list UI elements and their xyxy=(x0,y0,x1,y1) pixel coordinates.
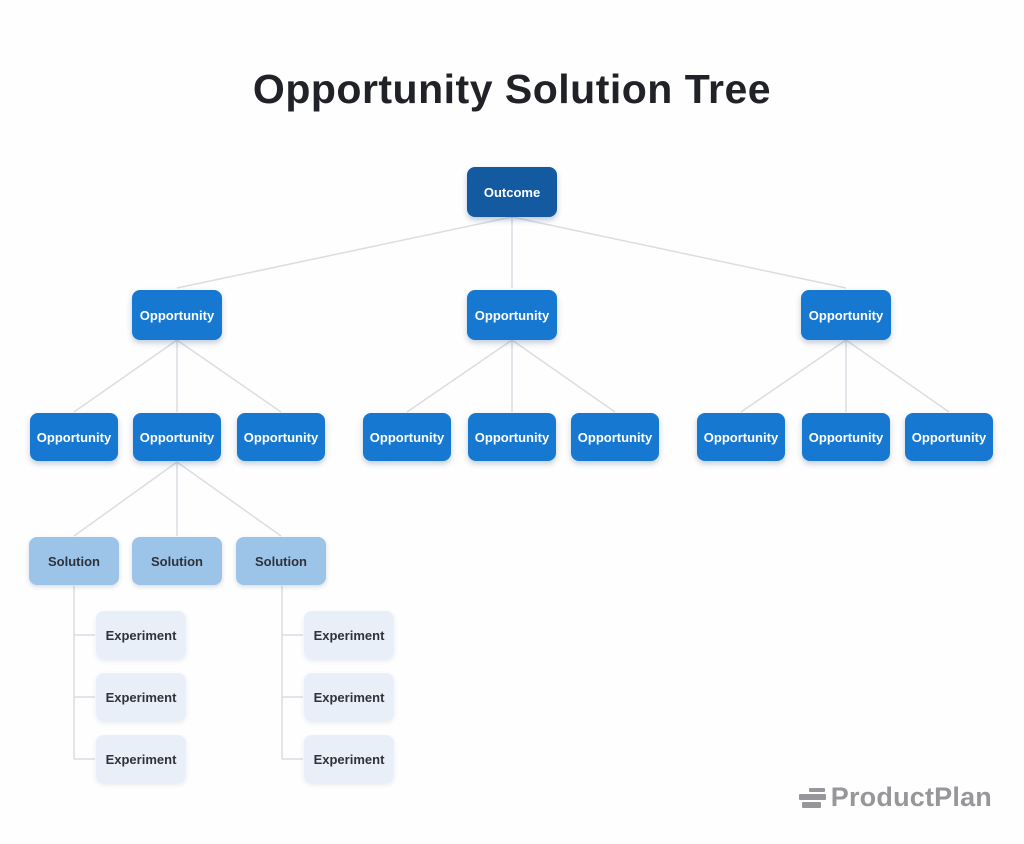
opportunity-node-l2-8: Opportunity xyxy=(802,413,890,461)
experiment-node-left-3: Experiment xyxy=(96,735,186,783)
opportunity-node-l1-3: Opportunity xyxy=(801,290,891,340)
solution-node-2: Solution xyxy=(132,537,222,585)
experiment-node-right-2: Experiment xyxy=(304,673,394,721)
solution-node-3: Solution xyxy=(236,537,326,585)
opportunity-node-l2-4: Opportunity xyxy=(363,413,451,461)
solution-node-1: Solution xyxy=(29,537,119,585)
experiment-node-left-1: Experiment xyxy=(96,611,186,659)
productplan-logo: ProductPlan xyxy=(798,782,992,813)
opportunity-node-l1-1: Opportunity xyxy=(132,290,222,340)
experiment-node-right-3: Experiment xyxy=(304,735,394,783)
productplan-bars-icon xyxy=(798,787,826,808)
experiment-node-right-1: Experiment xyxy=(304,611,394,659)
opportunity-node-l2-1: Opportunity xyxy=(30,413,118,461)
page-title: Opportunity Solution Tree xyxy=(252,66,772,112)
opportunity-node-l2-2: Opportunity xyxy=(133,413,221,461)
opportunity-node-l2-7: Opportunity xyxy=(697,413,785,461)
experiment-node-left-2: Experiment xyxy=(96,673,186,721)
opportunity-node-l2-5: Opportunity xyxy=(468,413,556,461)
outcome-node: Outcome xyxy=(467,167,557,217)
opportunity-node-l1-2: Opportunity xyxy=(467,290,557,340)
productplan-logo-text: ProductPlan xyxy=(830,782,992,812)
opportunity-node-l2-6: Opportunity xyxy=(571,413,659,461)
opportunity-node-l2-3: Opportunity xyxy=(237,413,325,461)
opportunity-node-l2-9: Opportunity xyxy=(905,413,993,461)
